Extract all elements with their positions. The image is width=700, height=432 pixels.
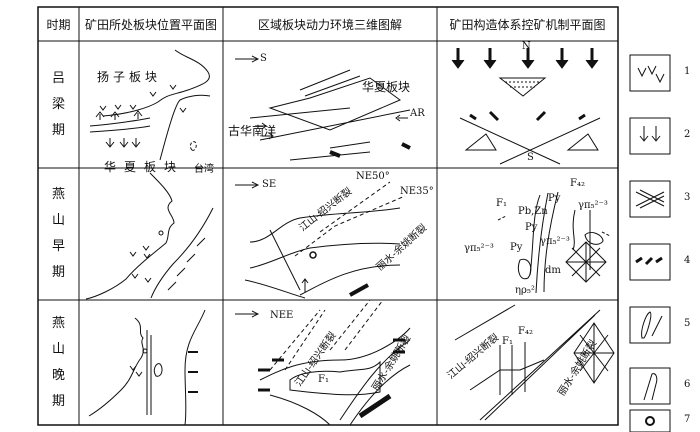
legend-number: 6 <box>684 379 691 390</box>
row3-mechanism <box>454 304 615 421</box>
label-direction-se: SE <box>262 179 277 190</box>
label-granite-porphyry: γπ₅²⁻³ <box>464 243 494 254</box>
legend-number: 7 <box>684 414 691 425</box>
row1-3d-diagram <box>235 55 411 161</box>
legend-number: 3 <box>684 192 691 203</box>
period-char: 早 <box>51 239 65 254</box>
label-north: N <box>522 41 531 52</box>
legend-number: 1 <box>684 66 691 77</box>
label-py: Py <box>548 193 561 204</box>
header-period: 时期 <box>46 17 71 32</box>
label-direction-s: S <box>260 53 267 64</box>
label-f1: F₁ <box>318 374 329 385</box>
period-char: 期 <box>51 393 65 409</box>
label-ar: AR <box>410 108 425 119</box>
row3-plate-map <box>88 309 206 426</box>
label-direction-nee: NEE <box>270 310 294 321</box>
label-ne50: NE50° <box>356 171 390 182</box>
label-pb-zn: Pb,Zn <box>518 206 548 217</box>
period-char: 吕 <box>51 70 65 86</box>
period-early-yanshan: 燕 山 早 期 <box>38 168 79 300</box>
row1-plate-map <box>89 49 211 161</box>
period-char: 山 <box>51 341 65 357</box>
row2-3d-diagram <box>235 181 406 299</box>
row2-mechanism <box>497 191 611 294</box>
label-yangtze-plate: 扬子板块 <box>97 70 162 84</box>
row2-plate-map <box>85 172 214 300</box>
table-border <box>37 6 619 426</box>
label-ancient-south-china-ocean: 古华南洋 <box>228 124 277 138</box>
period-char: 山 <box>51 213 65 228</box>
period-char: 期 <box>51 122 65 138</box>
label-dm: dm <box>545 265 561 276</box>
row3-3d-diagram <box>235 299 411 426</box>
label-ne35: NE35° <box>400 186 434 197</box>
period-char: 晚 <box>51 367 65 383</box>
period-lvliang: 吕 梁 期 <box>38 41 79 168</box>
header-3d-dynamics: 区域板块动力环境三维图解 <box>257 17 402 32</box>
label-south: S <box>527 152 534 163</box>
period-char: 燕 <box>51 315 65 331</box>
period-char: 期 <box>51 265 65 280</box>
label-huaxia-plate-3d: 华夏板块 <box>362 80 411 94</box>
label-granite-porphyry: γπ₅²⁻³ <box>578 200 608 211</box>
period-late-yanshan: 燕 山 晚 期 <box>38 300 79 425</box>
label-f42: F₄₂ <box>570 178 585 189</box>
label-eta-rho: ηρ₅² <box>515 285 535 296</box>
period-char: 燕 <box>51 187 65 202</box>
label-granite-porphyry: γπ₅²⁻³ <box>540 236 570 247</box>
label-taiwan: 台湾 <box>194 164 214 175</box>
header-ore-control: 矿田构造体系控矿机制平面图 <box>449 17 606 32</box>
label-f1: F₁ <box>496 198 507 209</box>
legend-number: 5 <box>684 318 691 329</box>
legend-number: 4 <box>684 255 691 266</box>
label-huaxia-plate: 华夏板块 <box>104 160 185 174</box>
label-f1: F₁ <box>502 336 513 347</box>
label-py: Py <box>525 222 538 233</box>
label-f42: F₄₂ <box>518 326 533 337</box>
legend-boxes <box>629 54 671 432</box>
legend-number: 2 <box>684 129 691 140</box>
row1-mechanism <box>451 48 601 165</box>
period-char: 梁 <box>51 96 65 112</box>
label-py: Py <box>510 242 523 253</box>
header-plate-position: 矿田所处板块位置平面图 <box>84 17 217 32</box>
